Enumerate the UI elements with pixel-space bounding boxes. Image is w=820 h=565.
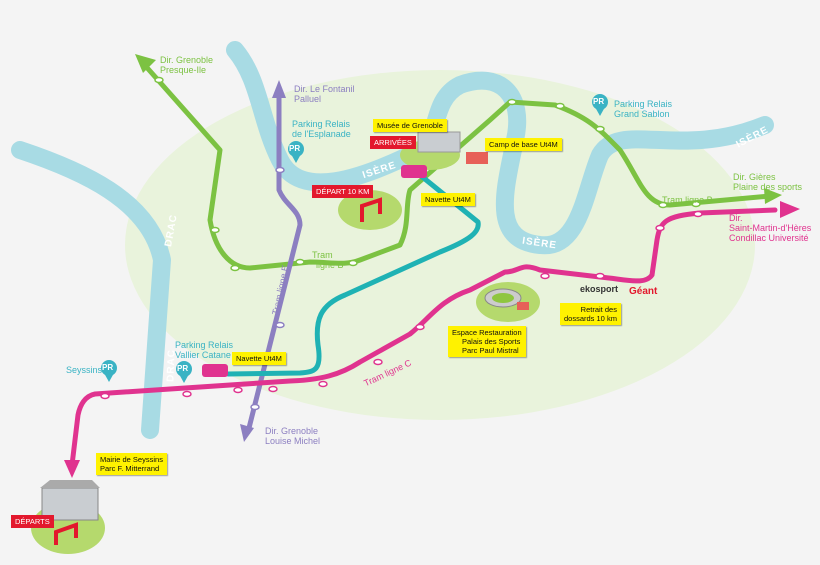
pr-icon-text: PR: [102, 363, 114, 372]
tram-b-label: Tram ligne B: [662, 195, 713, 205]
arrow-presque-ile: [135, 54, 156, 73]
tag-departs: DÉPARTS: [11, 515, 54, 528]
mairie-building-icon: [41, 487, 99, 521]
tram-b-line: [139, 59, 773, 271]
callout-navette-vallier: Navette Ut4M: [232, 352, 286, 365]
depart-10km-site: [338, 190, 402, 230]
arrow-gieres: [764, 188, 782, 204]
callout-camp-base: Camp de base Ut4M: [485, 138, 562, 151]
musee-building-icon: [417, 131, 461, 153]
navette-line: [225, 172, 481, 377]
arrow-seyssins: [64, 460, 80, 478]
arrow-louise-michel: [240, 424, 254, 442]
camp-base-icon: [466, 152, 488, 164]
parking-seyssins: Seyssins: [66, 365, 103, 375]
tram-c-line: [69, 207, 778, 468]
geant-logo: Géant: [629, 286, 658, 297]
start-arch-icon: [360, 197, 382, 222]
arrow-smh: [780, 201, 800, 218]
departs-arch-icon: [54, 522, 78, 545]
parking-relais-markers: [101, 94, 608, 383]
navette-bus-icon: [401, 165, 427, 178]
callout-musee: Musée de Grenoble: [373, 119, 447, 132]
callout-navette: Navette Ut4M: [421, 193, 475, 206]
restaurant-tent-icon: [517, 302, 529, 310]
arrow-fontanil: [272, 80, 286, 98]
tag-arrivees: ARRIVÉES: [370, 136, 416, 149]
tram-e-line: [245, 87, 303, 435]
pr-icon-text: PR: [593, 97, 605, 106]
drac-river: [11, 141, 171, 439]
pr-icon-text: PR: [177, 364, 189, 373]
ekosport-logo: ekosport: [580, 284, 619, 294]
tag-depart-10km: DÉPART 10 KM: [312, 185, 374, 198]
pr-icon-text: PR: [289, 144, 301, 153]
navette-bus-icon: [202, 364, 228, 377]
